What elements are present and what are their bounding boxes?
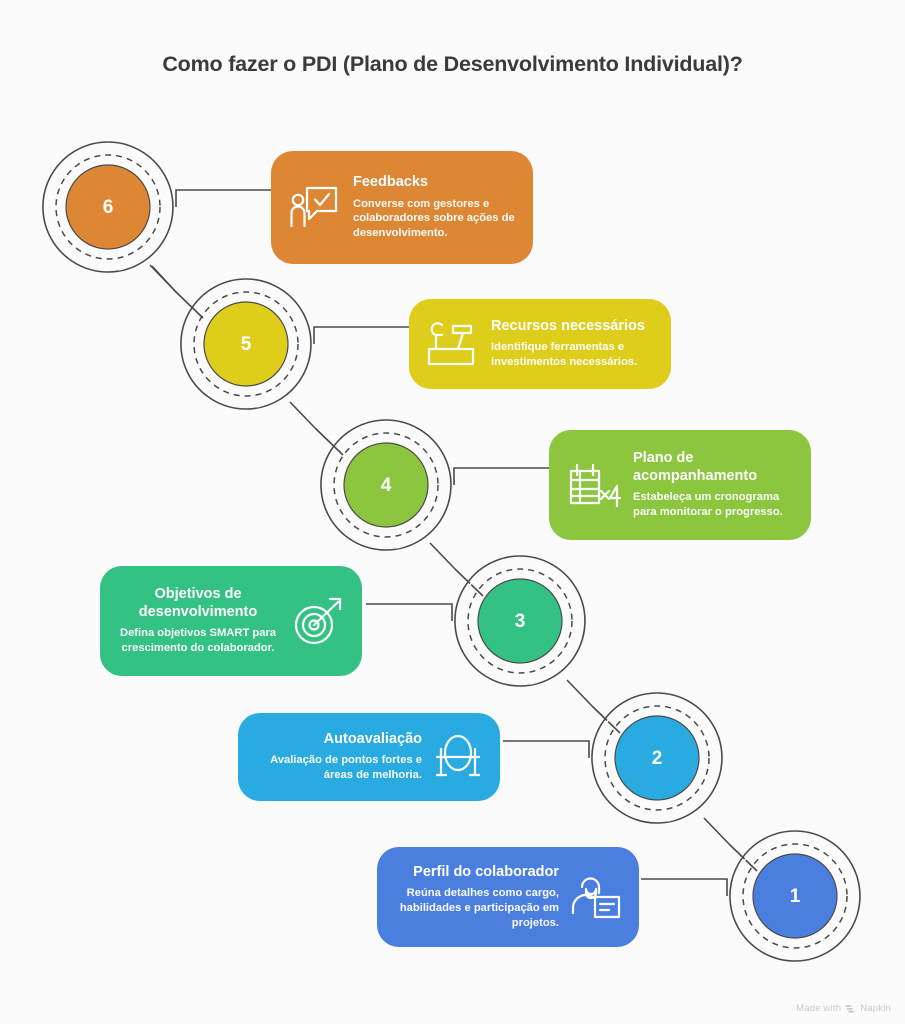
step-card-autoavaliacao[interactable]: Autoavaliação Avaliação de pontos fortes… xyxy=(238,713,500,801)
step-card-perfil-title: Perfil do colaborador xyxy=(413,863,559,880)
step-marker-6[interactable]: 6 xyxy=(40,139,176,275)
step-card-objetivos-text: Objetivos de desenvolvimento Defina obje… xyxy=(116,586,280,655)
step-marker-1-number: 1 xyxy=(789,885,801,907)
page-title: Como fazer o PDI (Plano de Desenvolvimen… xyxy=(162,52,743,76)
step-marker-3[interactable]: 3 xyxy=(452,553,588,689)
step-marker-5[interactable]: 5 xyxy=(178,276,314,412)
step-card-objetivos[interactable]: Objetivos de desenvolvimento Defina obje… xyxy=(100,566,362,676)
footer-brand-label: Napkin xyxy=(860,1003,891,1014)
step-card-recursos-desc: Identifique ferramentas e investimentos … xyxy=(491,341,638,369)
connector-step-3-card xyxy=(366,603,453,621)
step-card-plano-text: Plano de acompanhamento Estabeleça um cr… xyxy=(633,450,795,519)
step-card-perfil-desc: Reúna detalhes como cargo, habilidades e… xyxy=(399,887,559,929)
step-marker-6-rings xyxy=(42,141,174,273)
step-card-recursos-title: Recursos necessários xyxy=(491,318,645,335)
footer-credit: Made with Napkin xyxy=(796,1003,891,1014)
step-marker-3-rings xyxy=(454,555,586,687)
step-marker-2[interactable]: 2 xyxy=(589,690,725,826)
step-card-recursos-text: Recursos necessários Identifique ferrame… xyxy=(491,318,655,370)
step-card-feedbacks[interactable]: Feedbacks Converse com gestores e colabo… xyxy=(271,151,533,264)
step-card-autoavaliacao-text: Autoavaliação Avaliação de pontos fortes… xyxy=(254,731,422,783)
napkin-logo-icon xyxy=(845,1004,856,1014)
footer-made-with-label: Made with xyxy=(796,1003,842,1014)
step-marker-3-number: 3 xyxy=(514,610,526,632)
connector-step-6-card xyxy=(175,189,272,207)
step-marker-1-rings xyxy=(729,830,861,962)
step-card-plano[interactable]: Plano de acompanhamento Estabeleça um cr… xyxy=(549,430,811,540)
person-profile-document-icon xyxy=(569,871,623,923)
target-arrow-icon xyxy=(290,594,346,648)
step-marker-2-number: 2 xyxy=(651,747,663,769)
step-marker-1[interactable]: 1 xyxy=(727,828,863,964)
mirror-icon xyxy=(432,731,484,783)
step-marker-4[interactable]: 4 xyxy=(318,417,454,553)
step-marker-4-number: 4 xyxy=(380,474,392,496)
step-card-objetivos-desc: Defina objetivos SMART para crescimento … xyxy=(119,627,277,654)
step-card-feedbacks-text: Feedbacks Converse com gestores e colabo… xyxy=(353,174,517,241)
step-card-perfil-text: Perfil do colaborador Reúna detalhes com… xyxy=(393,864,559,931)
step-card-autoavaliacao-title: Autoavaliação xyxy=(323,731,422,748)
step-marker-2-rings xyxy=(591,692,723,824)
step-card-feedbacks-title: Feedbacks xyxy=(353,174,428,191)
step-marker-6-number: 6 xyxy=(102,196,114,218)
step-marker-4-rings xyxy=(320,419,452,551)
connector-step-1-card xyxy=(641,878,728,896)
step-card-recursos[interactable]: Recursos necessários Identifique ferrame… xyxy=(409,299,671,389)
calendar-times-four-icon xyxy=(565,458,621,512)
step-card-objetivos-title: Objetivos de desenvolvimento xyxy=(138,586,258,620)
step-card-autoavaliacao-desc: Avaliação de pontos fortes e áreas de me… xyxy=(270,754,422,782)
connector-step-5-card xyxy=(313,326,410,344)
step-card-plano-title: Plano de acompanhamento xyxy=(633,450,758,484)
step-marker-5-rings xyxy=(180,278,312,410)
toolbox-wrench-hammer-icon xyxy=(425,319,479,369)
person-feedback-check-icon xyxy=(287,182,341,234)
step-card-perfil[interactable]: Perfil do colaborador Reúna detalhes com… xyxy=(377,847,639,947)
connector-step-4-card xyxy=(453,467,550,485)
step-marker-5-number: 5 xyxy=(240,333,252,355)
step-card-feedbacks-desc: Converse com gestores e colaboradores so… xyxy=(353,197,515,240)
step-card-plano-desc: Estabeleça um cronograma para monitorar … xyxy=(633,491,783,518)
connector-step-2-card xyxy=(503,740,590,758)
